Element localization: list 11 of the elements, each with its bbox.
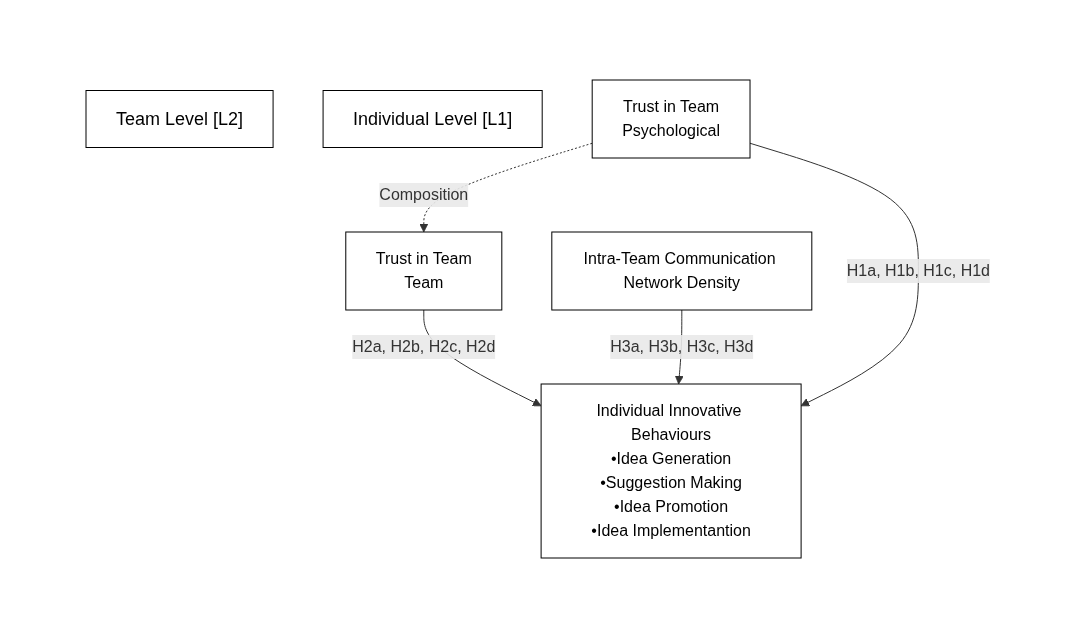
edge-label: Composition	[379, 185, 469, 203]
node-box: Intra-Team Communication Network Density	[551, 231, 813, 310]
node-box: Team Level [L2]	[85, 89, 274, 148]
node-box: Individual Innovative Behaviours •Idea Generation •Suggestion Making •Idea Promotion •Idea Implementantion	[540, 383, 802, 558]
edge-label: H1a, H1b, H1c, H1d	[846, 261, 990, 279]
edge-label: H2a, H2b, H2c, H2d	[352, 337, 496, 355]
node-box: Trust in Team Team	[345, 231, 503, 310]
node-box: Trust in Team Psychological	[591, 79, 751, 158]
node-box: Individual Level [L1]	[322, 89, 543, 148]
arrow	[749, 142, 919, 406]
edge-label: H3a, H3b, H3c, H3d	[610, 337, 754, 355]
